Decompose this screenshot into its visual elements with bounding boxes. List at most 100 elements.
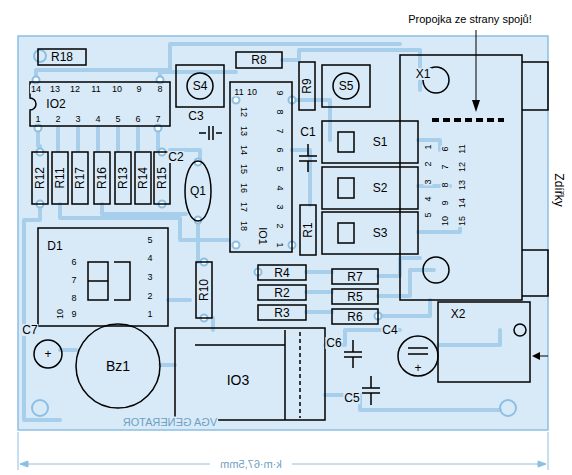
part-label: R11	[54, 166, 66, 189]
resistor-symbol	[115, 152, 131, 204]
switch-outline	[322, 121, 418, 163]
capacitor-outline	[34, 340, 62, 368]
power-jack-pin	[514, 324, 526, 336]
part-label: R5	[346, 291, 363, 303]
part-label: Q1	[189, 185, 207, 197]
pin-number: 10	[246, 88, 258, 97]
trace	[378, 300, 430, 316]
capacitor-symbol	[362, 376, 380, 405]
part-label: C5	[343, 392, 360, 404]
pin-number: 18	[239, 220, 248, 232]
trace	[76, 128, 80, 150]
board-outline	[18, 36, 548, 430]
switch-outline	[176, 65, 224, 107]
part-label: C1	[299, 126, 316, 138]
part-label: R14	[137, 166, 149, 190]
part-label: R1	[302, 221, 314, 238]
part-label: R10	[198, 278, 210, 302]
part-label: C4	[381, 324, 398, 336]
pads	[33, 77, 382, 322]
ic-socket	[230, 82, 292, 252]
resistor-symbol	[52, 152, 68, 204]
trace	[306, 270, 332, 274]
resistor-symbol	[258, 305, 306, 320]
dimension-extension	[18, 432, 548, 470]
pin-number: 6	[275, 146, 284, 153]
part-label: R13	[117, 166, 129, 190]
capacitor-symbol	[299, 144, 317, 172]
pin-number: 2	[275, 222, 284, 229]
part-label: C7	[21, 324, 38, 336]
capacitor-polarity	[408, 348, 428, 354]
resistor-symbol	[236, 52, 282, 68]
pad	[233, 242, 240, 249]
resistor-symbol	[135, 152, 151, 204]
part-label: D1	[46, 240, 63, 252]
pin-number: 6	[441, 145, 450, 152]
part-label: R15	[156, 166, 168, 190]
pin-number: 9	[441, 199, 450, 206]
pin-number: 14	[458, 197, 467, 209]
resistor-symbol	[32, 152, 48, 204]
pin-number: 10	[111, 85, 123, 94]
part-label: S4	[192, 80, 209, 92]
trace	[102, 204, 186, 214]
switch-outline	[322, 212, 418, 254]
pin-number: 15	[458, 215, 467, 227]
pin-number: 12	[69, 85, 81, 94]
switch-contact	[338, 178, 354, 198]
display-outline	[38, 228, 168, 326]
trace	[96, 128, 100, 150]
part-label: R7	[346, 271, 363, 283]
part-label: R18	[50, 51, 74, 63]
pin-number: 11	[233, 88, 244, 97]
board-marking: k·m·67,5mm	[219, 459, 283, 470]
pin-number: 6	[134, 115, 141, 124]
pin-number: 7	[275, 127, 284, 134]
pin-number: 1	[146, 310, 153, 319]
trace	[168, 298, 190, 302]
resistor-symbol	[332, 289, 378, 304]
pin-number: 11	[90, 85, 101, 94]
resistor-symbol	[258, 285, 306, 300]
pin-number: 2	[424, 160, 433, 167]
trace	[292, 100, 330, 140]
part-label: R16	[96, 166, 108, 190]
resistor-symbol	[332, 309, 378, 324]
resistor-symbol	[258, 265, 306, 280]
pin-number: 1	[275, 241, 284, 248]
buzzer-outline	[76, 324, 160, 408]
leader-arrowhead	[532, 352, 540, 360]
pin-number: 7	[441, 163, 450, 170]
part-label: C2	[167, 151, 184, 163]
jumper-line	[432, 118, 504, 122]
switch-contact	[338, 132, 354, 152]
pin-number: 13	[458, 179, 467, 191]
pin-number: 12	[458, 161, 467, 173]
trace	[306, 290, 332, 294]
pin-number: 5	[424, 211, 433, 218]
trace	[56, 128, 60, 150]
component-outlines	[30, 49, 548, 420]
pin-number: 8	[156, 85, 163, 94]
part-label: R4	[273, 267, 290, 279]
part-label: S3	[372, 227, 389, 239]
pin-number: 13	[49, 85, 61, 94]
mounting-hole	[500, 400, 516, 416]
trace	[418, 140, 440, 150]
dimension-line	[20, 464, 546, 465]
crystal-outline	[185, 161, 211, 221]
part-label: S2	[372, 182, 389, 194]
pin-number: 4	[94, 115, 101, 124]
pin-number: 13	[239, 125, 248, 137]
connector-hole	[423, 257, 449, 283]
pin-number: 9	[135, 85, 142, 94]
capacitor-symbol	[199, 126, 222, 140]
pin-number: 3	[424, 178, 433, 185]
pin-number: 3	[275, 203, 284, 210]
pin-number: 4	[424, 195, 433, 202]
pin-number: 8	[275, 108, 284, 115]
resistor-symbol	[332, 269, 378, 284]
trace	[306, 310, 332, 314]
part-label: X1	[415, 68, 432, 80]
